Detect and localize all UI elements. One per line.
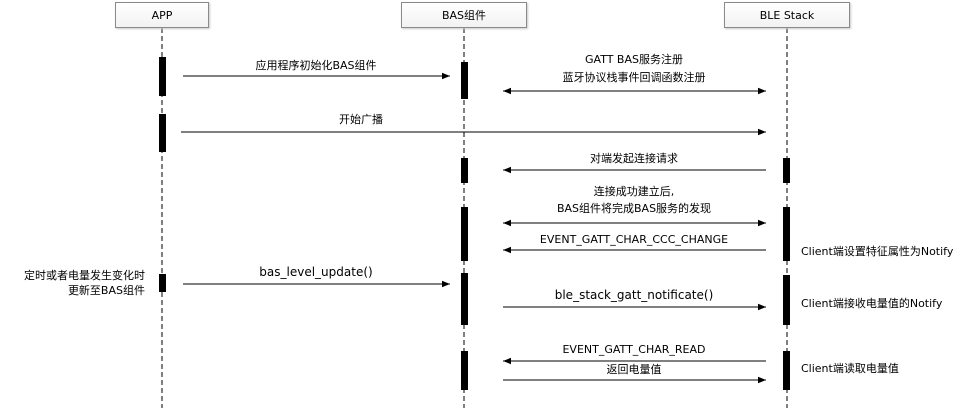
message-label-m1: 应用程序初始化BAS组件 [255, 59, 377, 72]
activation-bas-3 [461, 207, 468, 261]
message-label-m5-line2: BAS组件将完成BAS服务的发现 [556, 202, 712, 215]
activation-bas-1 [461, 62, 468, 99]
note-ble-notify-set: Client端设置特征属性为Notify [801, 245, 954, 258]
message-label-m6: EVENT_GATT_CHAR_CCC_CHANGE [539, 233, 729, 246]
activation-bas-2 [461, 158, 468, 183]
activation-bas-5 [461, 351, 468, 390]
activation-bas-4 [461, 273, 468, 325]
note-ble-notify-recv: Client端接收电量值的Notify [801, 297, 943, 310]
activation-ble-2 [783, 207, 790, 261]
note-app-trigger: 定时或者电量发生变化时 更新至BAS组件 [24, 268, 145, 298]
message-label-m8: ble_stack_gatt_notificate() [554, 288, 714, 302]
participant-bas: BAS组件 [401, 2, 527, 28]
activation-app-3 [159, 274, 166, 292]
message-label-m2: GATT BAS服务注册 蓝牙协议栈事件回调函数注册 [563, 52, 706, 85]
message-label-m2-line2: 蓝牙协议栈事件回调函数注册 [562, 71, 706, 84]
activation-app-1 [159, 57, 166, 96]
activation-ble-4 [783, 351, 790, 390]
note-app-trigger-line2: 更新至BAS组件 [67, 284, 145, 297]
message-label-m10: 返回电量值 [606, 363, 662, 376]
note-ble-read: Client端读取电量值 [801, 362, 899, 375]
participant-ble: BLE Stack [724, 2, 850, 28]
message-label-m5: 连接成功建立后, BAS组件将完成BAS服务的发现 [557, 184, 711, 216]
participant-app: APP [115, 2, 209, 28]
activation-ble-1 [783, 158, 790, 183]
message-label-m3: 开始广播 [339, 113, 383, 126]
message-label-m4: 对端发起连接请求 [590, 152, 678, 165]
message-label-m5-line1: 连接成功建立后, [593, 185, 675, 198]
activation-app-2 [159, 114, 166, 152]
message-label-m7: bas_level_update() [259, 265, 373, 279]
note-app-trigger-line1: 定时或者电量发生变化时 [24, 269, 145, 282]
message-label-m9: EVENT_GATT_CHAR_READ [562, 343, 706, 356]
activation-ble-3 [783, 275, 790, 325]
message-label-m2-line1: GATT BAS服务注册 [585, 53, 683, 66]
